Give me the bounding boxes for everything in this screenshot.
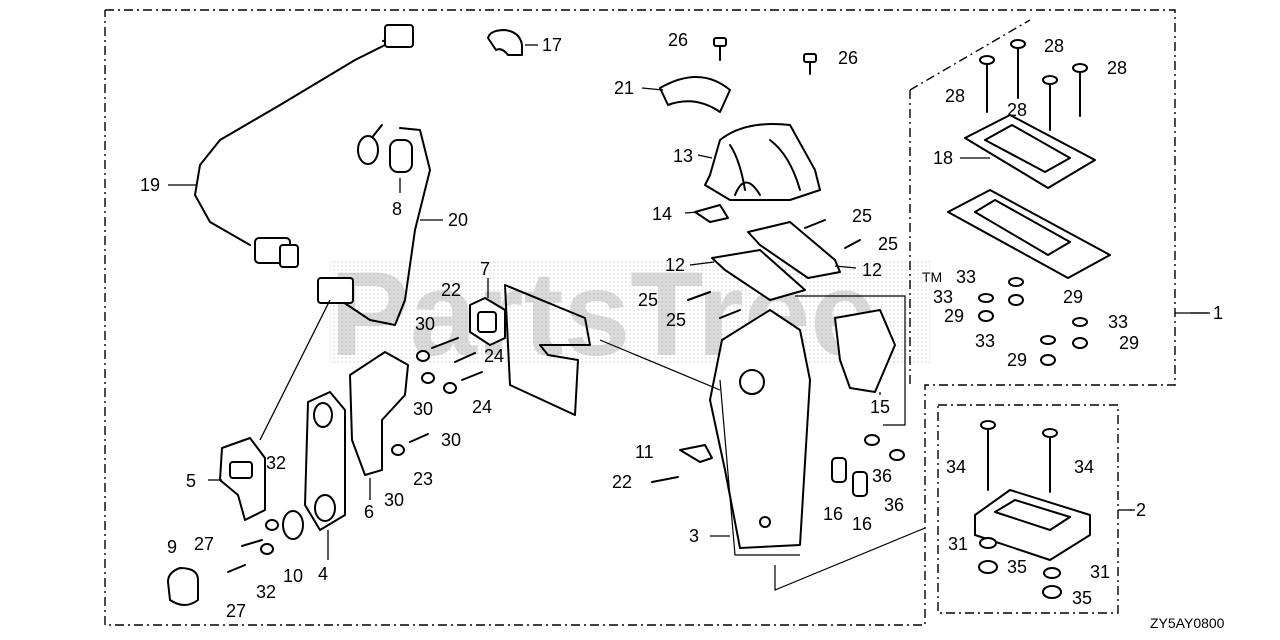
- callout-6: 6: [364, 502, 374, 522]
- part-12-brackets: [711, 221, 841, 301]
- callout-29d: 29: [1007, 350, 1027, 370]
- callout-35b: 35: [1072, 588, 1092, 608]
- callout-26b: 26: [838, 48, 858, 68]
- callout-25c: 25: [638, 290, 658, 310]
- callout-16a: 16: [823, 504, 843, 524]
- callout-31a: 31: [948, 534, 968, 554]
- part-29-33-hardware: [978, 277, 1088, 366]
- part-21-strip: [659, 76, 731, 113]
- callout-33a: 33: [956, 267, 976, 287]
- callout-33c: 33: [1108, 312, 1128, 332]
- callout-34a: 34: [946, 457, 966, 477]
- part-3-housing: [599, 309, 811, 549]
- part-13-cover: [704, 123, 821, 201]
- callout-28b: 28: [1107, 58, 1127, 78]
- callout-28c: 28: [945, 86, 965, 106]
- callout-21: 21: [614, 78, 634, 98]
- callout-3: 3: [689, 526, 699, 546]
- callout-24a: 24: [484, 346, 504, 366]
- callout-29b: 29: [944, 306, 964, 326]
- part-22-23-24-27-30-32-hardware: [227, 337, 679, 573]
- callout-28d: 28: [1007, 100, 1027, 120]
- callout-27a: 27: [194, 534, 214, 554]
- callout-27b: 27: [226, 601, 246, 621]
- callout-36b: 36: [884, 495, 904, 515]
- callout-7: 7: [480, 259, 490, 279]
- part-9-cap: [167, 567, 199, 606]
- part-10-washer: [282, 510, 304, 540]
- callout-13: 13: [673, 146, 693, 166]
- leader-lines: [168, 44, 1208, 560]
- callout-34b: 34: [1074, 457, 1094, 477]
- callout-16b: 16: [852, 514, 872, 534]
- part-16-pins: [831, 457, 868, 497]
- callout-10: 10: [283, 566, 303, 586]
- callout-4: 4: [318, 564, 328, 584]
- callout-12a: 12: [665, 255, 685, 275]
- part-26-screws: [713, 37, 817, 75]
- callout-23: 23: [413, 469, 433, 489]
- part-36-washers: [864, 434, 905, 461]
- callout-33d: 33: [975, 331, 995, 351]
- callout-30b: 30: [413, 399, 433, 419]
- callout-29c: 29: [1119, 333, 1139, 353]
- group-frames: [104, 9, 1176, 626]
- part-18-plate: [947, 114, 1111, 279]
- diagram-code: ZY5AY0800: [1150, 615, 1225, 631]
- part-19-harness: [194, 24, 414, 268]
- callout-30a: 30: [415, 314, 435, 334]
- callout-33b: 33: [933, 287, 953, 307]
- part-25-screws: [687, 219, 861, 319]
- part-4-arm: [304, 391, 346, 531]
- callout-11: 11: [635, 442, 654, 462]
- callout-31b: 31: [1090, 562, 1110, 582]
- callout-19: 19: [140, 175, 160, 195]
- callout-20: 20: [448, 210, 468, 230]
- callout-30d: 30: [384, 490, 404, 510]
- callout-36a: 36: [872, 466, 892, 486]
- callout-17: 17: [542, 35, 562, 55]
- part-7-grommet: [469, 297, 506, 346]
- part-14-clip: [694, 204, 729, 223]
- part-17-grommet: [487, 29, 523, 56]
- callout-29a: 29: [1063, 287, 1083, 307]
- callout-25d: 25: [666, 310, 686, 330]
- callout-35a: 35: [1007, 557, 1027, 577]
- callout-28a: 28: [1044, 36, 1064, 56]
- part-28-bolts: [979, 39, 1088, 131]
- callout-22b: 22: [612, 472, 632, 492]
- gasket: [504, 284, 591, 416]
- callout-26a: 26: [668, 30, 688, 50]
- part-11-clip: [679, 444, 713, 463]
- callout-25a: 25: [852, 206, 872, 226]
- part-15-plate: [834, 309, 896, 393]
- callout-5: 5: [186, 471, 196, 491]
- callout-8: 8: [392, 199, 402, 219]
- callout-32b: 32: [256, 582, 276, 602]
- callout-18: 18: [933, 148, 953, 168]
- callout-22a: 22: [441, 280, 461, 300]
- callout-14: 14: [652, 204, 672, 224]
- callout-15: 15: [870, 397, 890, 417]
- part-5-cover: [219, 437, 266, 521]
- callout-24b: 24: [472, 397, 492, 417]
- callout-25b: 25: [878, 234, 898, 254]
- callout-2: 2: [1136, 500, 1146, 520]
- part-2-group: [974, 420, 1091, 599]
- callout-32a: 32: [266, 453, 286, 473]
- callout-9: 9: [167, 537, 177, 557]
- watermark-dots: [330, 260, 930, 365]
- callout-12b: 12: [862, 260, 882, 280]
- callout-30c: 30: [441, 430, 461, 450]
- part-20-harness: [317, 124, 431, 326]
- callout-1: 1: [1213, 303, 1223, 323]
- callouts: 1 2 3 4 5 6 7 8 9 10 11 12 12 13 14 15 1…: [140, 30, 1223, 621]
- part-6-bracket: [349, 351, 409, 476]
